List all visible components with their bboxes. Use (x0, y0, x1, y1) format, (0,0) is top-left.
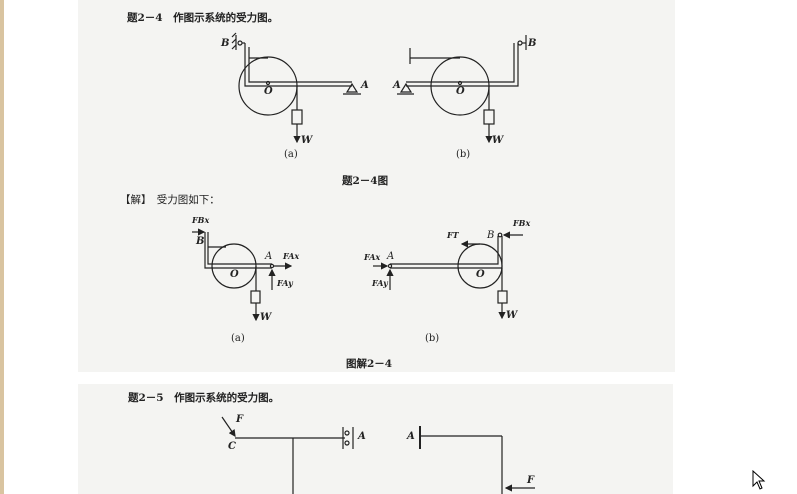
label-FT-b: FT (447, 230, 459, 240)
sublabel-a: (a) (284, 149, 298, 160)
label-B-sa: B (196, 236, 205, 247)
fbd-2-4b (373, 231, 523, 320)
label-B-sb: B (487, 230, 495, 241)
label-W-sb: W (506, 310, 518, 321)
solution-caption: 图解2－4 (346, 358, 393, 370)
label-C: C (228, 441, 236, 452)
label-W-sa: W (260, 312, 272, 323)
solution-intro: 【解】 受力图如下： (120, 194, 220, 206)
arrow-pointer-icon (752, 470, 766, 490)
label-A-left: A (358, 431, 366, 442)
label-B-b: B (528, 38, 537, 49)
solution-sublabel-b: (b) (425, 333, 440, 344)
window-edge (0, 0, 4, 494)
label-W-b: W (492, 135, 504, 146)
label-F-right: F (527, 475, 535, 486)
solution-sublabel-a: (a) (231, 333, 245, 344)
label-FAx-a: FAx (283, 251, 300, 261)
label-FAy-b: FAy (372, 278, 388, 288)
label-W-a: W (301, 135, 313, 146)
label-A-b: A (393, 80, 401, 91)
label-O-sb: O (476, 269, 485, 280)
label-FBx-b: FBx (513, 218, 531, 228)
label-A-sb: A (387, 251, 395, 262)
scanned-page-2 (78, 384, 673, 494)
sublabel-b: (b) (456, 149, 471, 160)
label-O-sa: O (230, 269, 239, 280)
figure-2-4a (231, 32, 361, 144)
fbd-2-4a (192, 228, 293, 322)
figure-2-5a (221, 416, 354, 494)
label-O-a: O (264, 86, 273, 97)
figure-2-4b (397, 35, 527, 144)
label-A-a: A (361, 80, 369, 91)
figure-caption: 题2－4图 (342, 175, 389, 187)
problem-2-4-title: 题2－4 作图示系统的受力图。 (127, 12, 279, 24)
figure-2-5b (419, 426, 535, 494)
label-O-b: O (456, 86, 465, 97)
label-A-sa: A (265, 251, 273, 262)
label-FBx-a: FBx (192, 215, 210, 225)
problem-2-5-title: 题2－5 作图示系统的受力图。 (128, 392, 280, 404)
label-B-a: B (221, 38, 230, 49)
label-FAx-b: FAx (364, 252, 381, 262)
label-F-left: F (236, 414, 244, 425)
label-FAy-a: FAy (277, 278, 293, 288)
label-A-right: A (407, 431, 415, 442)
scanned-page-1 (78, 0, 675, 372)
